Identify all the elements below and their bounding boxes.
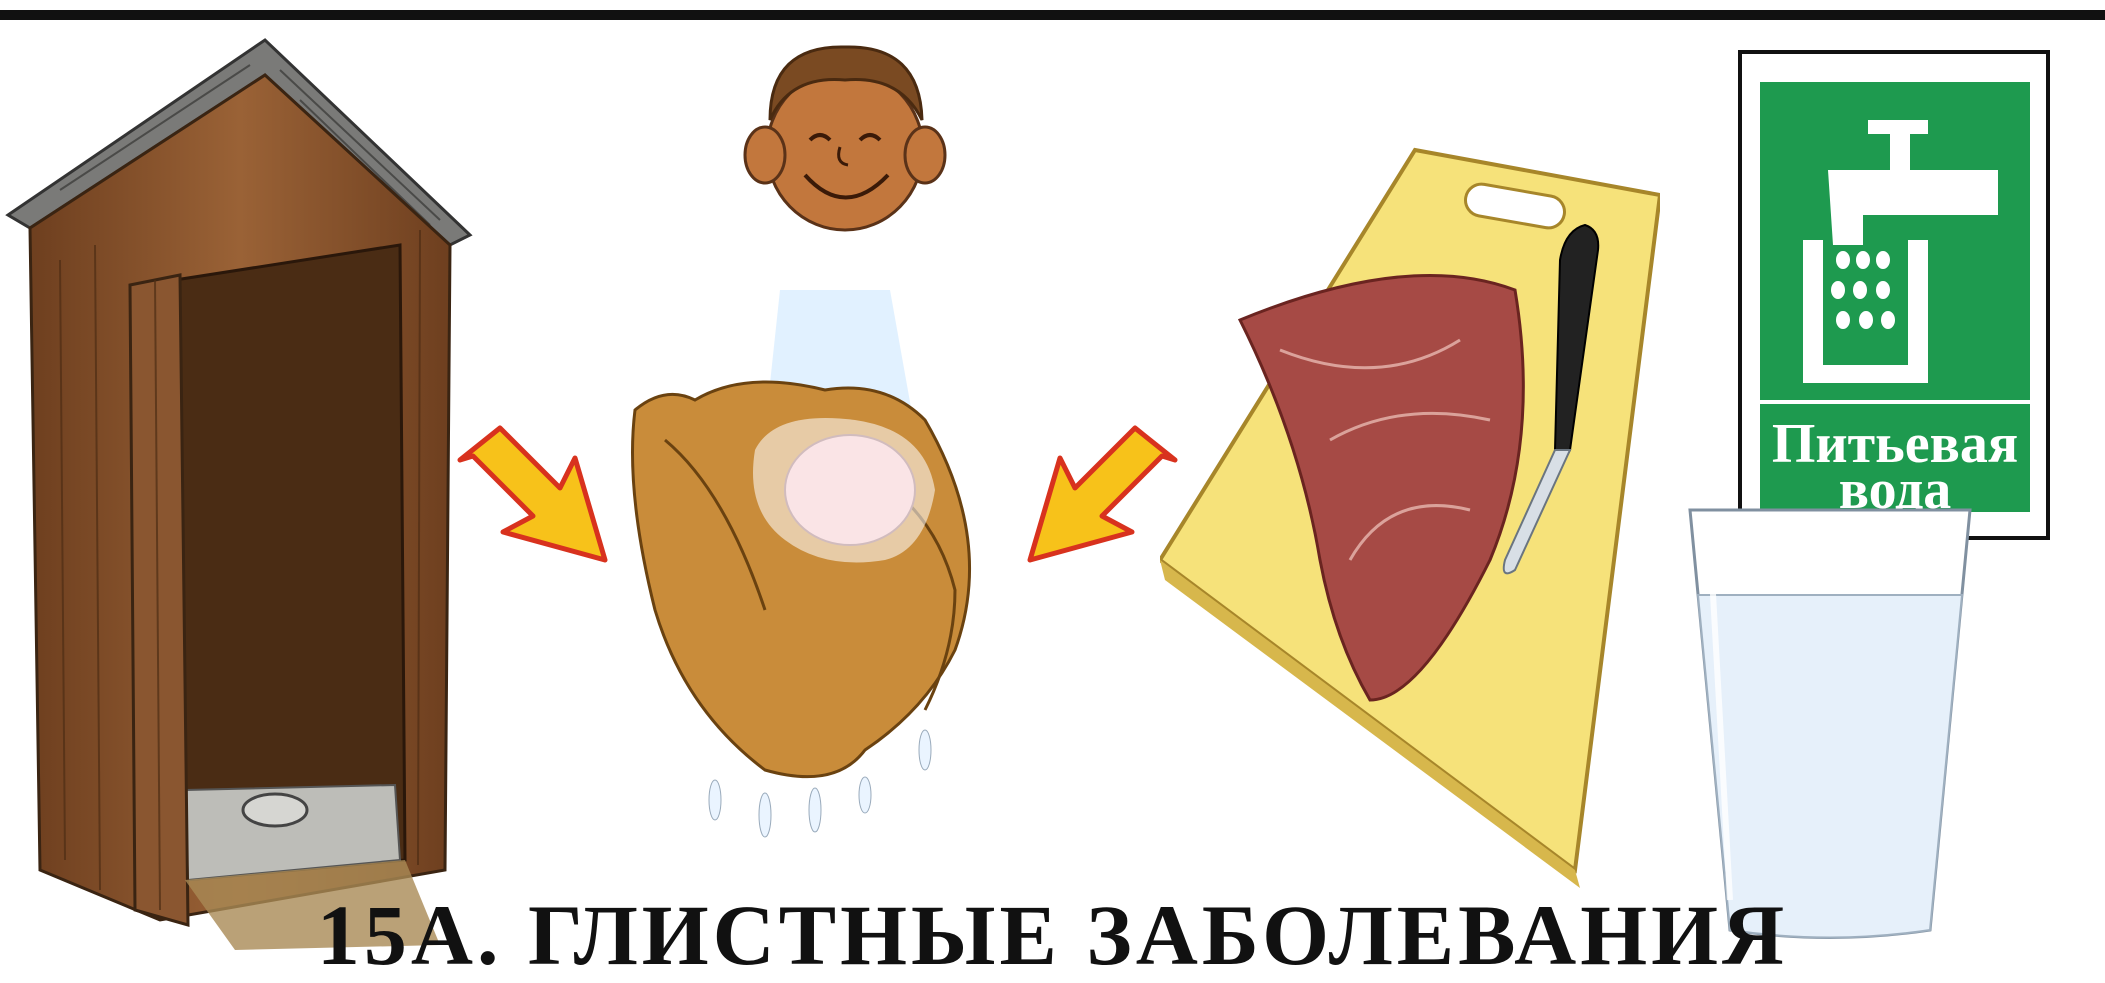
smiling-face-icon bbox=[740, 35, 950, 235]
drinking-water-sign: Питьевая вода bbox=[1738, 50, 2050, 540]
hands-washing-icon bbox=[625, 290, 1025, 850]
water-glass-icon bbox=[1680, 500, 1980, 945]
cutting-board-with-meat-icon bbox=[1160, 140, 1660, 900]
top-rule bbox=[0, 10, 2105, 20]
arrow-right-down-icon bbox=[455, 420, 615, 570]
outhouse-illustration bbox=[0, 30, 480, 950]
seat-lid bbox=[243, 794, 307, 826]
page-title: 15А. ГЛИСТНЫЕ ЗАБОЛЕВАНИЯ bbox=[0, 892, 2105, 978]
arrow-left-down-icon bbox=[1020, 420, 1180, 570]
